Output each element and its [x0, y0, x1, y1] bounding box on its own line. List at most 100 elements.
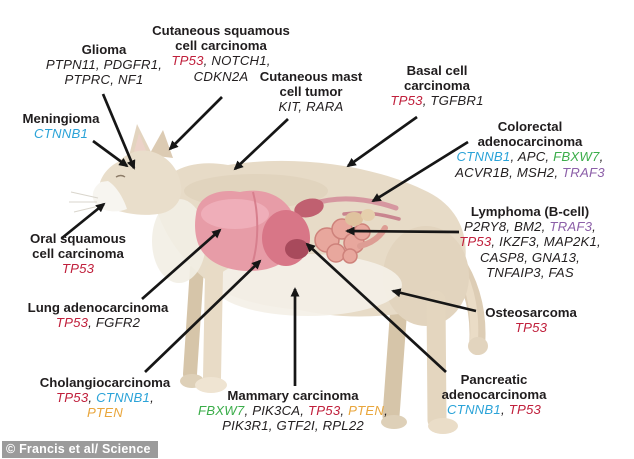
gene-pten: PTEN	[348, 403, 385, 419]
arrow-osteosarcoma	[391, 288, 477, 313]
gene-list: TP53	[485, 320, 577, 335]
cancer-title: Lung adenocarcinoma	[27, 300, 169, 315]
gene-list: TP53, FGFR2	[28, 315, 169, 330]
gene-tp53: TP53	[514, 320, 548, 336]
gene-text: TNFAIP3, FAS	[486, 264, 574, 280]
gene-line: PTPN11, PDGFR1,	[46, 57, 162, 72]
gene-line: CASP8, GNA13,	[459, 250, 601, 265]
organ-lung-highlight	[201, 199, 269, 229]
gene-list: TP53	[30, 261, 126, 276]
cat-hind-leg-near	[426, 290, 447, 430]
gene-line: CTNNB1, TP53	[442, 402, 547, 417]
gene-tp53: TP53	[459, 234, 492, 250]
gene-tp53: TP53	[56, 390, 89, 406]
gene-line: TP53, FGFR2	[28, 315, 169, 330]
gene-text: , TGFBR1	[422, 93, 484, 109]
gene-ctnnb1: CTNNB1	[96, 390, 151, 406]
gene-pten: PTEN	[87, 405, 123, 421]
cat-illustration	[69, 124, 488, 434]
gene-list: FBXW7, PIK3CA, TP53, PTEN,PIK3R1, GTF2I,…	[198, 403, 388, 433]
gene-list: CTNNB1	[23, 126, 100, 141]
organ-bladder	[361, 209, 375, 221]
gene-text: , PIK3CA,	[244, 403, 309, 419]
cat-chest	[152, 199, 206, 283]
cat-thigh	[383, 226, 469, 326]
gene-text: , NOTCH1,	[203, 53, 271, 69]
gene-ctnnb1: CTNNB1	[34, 126, 88, 142]
cat-front-leg-near	[203, 263, 223, 387]
gene-line: TP53, TGFBR1	[390, 93, 483, 108]
arrow-cutaneous-squamous-cell-carcinoma	[168, 96, 223, 151]
gene-list: TP53, TGFBR1	[390, 93, 483, 108]
gene-tp53: TP53	[390, 93, 423, 109]
arrow-colorectal-adenocarcinoma	[371, 140, 469, 203]
gene-tp53: TP53	[508, 402, 542, 418]
cat-ear-back	[149, 130, 173, 158]
gene-text: ,	[384, 403, 388, 419]
cancer-title: Glioma	[81, 42, 127, 57]
gene-tp53: TP53	[55, 315, 89, 331]
gene-line: CTNNB1	[23, 126, 100, 141]
gene-traf3: TRAF3	[562, 164, 605, 180]
gene-text: ,	[88, 390, 97, 406]
cancer-title: Cutaneous squamous cell carcinoma	[152, 23, 290, 54]
arrow-basal-cell-carcinoma	[346, 115, 418, 168]
cancer-label-meningioma: Meningioma CTNNB1	[23, 111, 100, 141]
credit-badge: © Francis et al/ Science	[2, 441, 158, 458]
arrow-glioma	[101, 93, 136, 170]
gene-line: TNFAIP3, FAS	[459, 265, 601, 280]
cancer-title: Cholangiocarcinoma	[39, 375, 171, 390]
gene-text: ,	[592, 219, 597, 235]
organ-gallbladder	[285, 239, 309, 259]
arrow-cutaneous-mast-cell-tumor	[233, 118, 289, 171]
gene-tp53: TP53	[308, 403, 341, 419]
cancer-label-oral-squamous-cell-carcinoma: Oral squamous cell carcinoma TP53	[30, 231, 126, 277]
cancer-label-basal-cell-carcinoma: Basal cell carcinoma TP53, TGFBR1	[390, 63, 483, 109]
arrow-oral-squamous-cell-carcinoma	[61, 202, 106, 240]
gene-line: PTEN	[40, 405, 170, 420]
gene-line: TP53, IKZF3, MAP2K1,	[459, 234, 601, 249]
cancer-title: Cutaneous mast cell tumor	[259, 69, 363, 100]
cat-hind-paw-near	[428, 418, 458, 434]
gene-text: ,	[340, 403, 349, 419]
gene-line: TP53	[30, 261, 126, 276]
cat-front-paw-near	[195, 377, 227, 393]
gene-list: PTPN11, PDGFR1,PTPRC, NF1	[46, 57, 162, 87]
cancer-title: Pancreatic adenocarcinoma	[441, 372, 547, 403]
cancer-title: Osteosarcoma	[485, 305, 577, 320]
gene-line: TP53, CTNNB1,	[40, 390, 170, 405]
gene-text: ,	[599, 149, 604, 165]
organ-intestines	[314, 218, 371, 264]
gene-text: P2RY8, BM2,	[463, 219, 550, 235]
cancer-title: Basal cell carcinoma	[404, 63, 470, 94]
gene-line: P2RY8, BM2, TRAF3,	[459, 219, 601, 234]
gene-line: FBXW7, PIK3CA, TP53, PTEN,	[198, 403, 388, 418]
cat-tail-tip	[468, 337, 488, 355]
cat-ear-front-inner	[133, 133, 147, 156]
cancer-title: Mammary carcinoma	[227, 388, 359, 403]
cat-front-leg-far	[183, 261, 204, 381]
cancer-label-pancreatic-adenocarcinoma: Pancreatic adenocarcinoma CTNNB1, TP53	[442, 372, 547, 418]
cancer-label-mammary-carcinoma: Mammary carcinoma FBXW7, PIK3CA, TP53, P…	[198, 388, 388, 434]
gene-line: CTNNB1, APC, FBXW7,	[455, 149, 605, 164]
cancer-label-lung-adenocarcinoma: Lung adenocarcinoma TP53, FGFR2	[28, 300, 169, 330]
cancer-title: Oral squamous cell carcinoma	[29, 231, 127, 262]
cancer-title: Colorectal adenocarcinoma	[477, 119, 583, 150]
gene-ctnnb1: CTNNB1	[446, 402, 501, 418]
cancer-label-cutaneous-mast-cell-tumor: Cutaneous mast cell tumor KIT, RARA	[260, 69, 363, 115]
gene-text: CASP8, GNA13,	[479, 249, 581, 265]
cancer-label-colorectal-adenocarcinoma: Colorectal adenocarcinoma CTNNB1, APC, F…	[455, 119, 605, 180]
cancer-label-glioma: Glioma PTPN11, PDGFR1,PTPRC, NF1	[46, 42, 162, 88]
cancer-label-cutaneous-squamous-cell-carcinoma: Cutaneous squamous cell carcinoma TP53, …	[152, 23, 290, 84]
cat-eye	[115, 174, 126, 178]
gene-text: , IKZF3, MAP2K1,	[491, 234, 601, 250]
gene-text: ,	[500, 402, 509, 418]
gene-text: ,	[150, 390, 154, 406]
arrow-meningioma	[92, 139, 129, 168]
gene-tp53: TP53	[61, 261, 95, 277]
gene-line: PTPRC, NF1	[46, 72, 162, 87]
arrow-pancreatic-adenocarcinoma	[305, 242, 447, 373]
gene-fbxw7: FBXW7	[553, 149, 600, 165]
